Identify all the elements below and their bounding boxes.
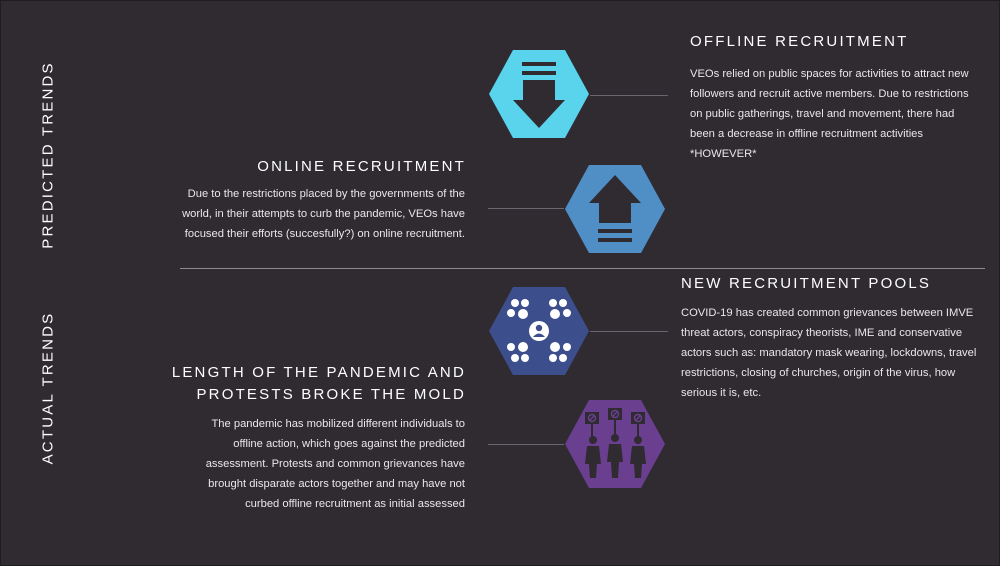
online-recruitment-text: Due to the restrictions placed by the go… <box>182 188 465 240</box>
connector-online <box>488 208 564 209</box>
actual-trends-label: ACTUAL TRENDS <box>39 311 57 465</box>
people-network-icon <box>489 287 589 375</box>
length-title-line2: PROTESTS BROKE THE MOLD <box>196 386 466 403</box>
online-recruitment-title: ONLINE RECRUITMENT <box>257 158 466 175</box>
connector-length <box>488 444 564 445</box>
connector-pools <box>590 331 668 332</box>
length-of-pandemic-text: The pandemic has mobilized different ind… <box>205 418 465 510</box>
length-of-pandemic-title: LENGTH OF THE PANDEMIC AND PROTESTS BROK… <box>150 362 466 406</box>
offline-recruitment-title: OFFLINE RECRUITMENT <box>690 33 909 50</box>
section-divider <box>180 268 985 269</box>
protest-icon <box>565 400 665 488</box>
down-arrow-icon <box>489 50 589 138</box>
predicted-trends-label: PREDICTED TRENDS <box>39 61 57 249</box>
length-title-line1: LENGTH OF THE PANDEMIC AND <box>171 364 466 381</box>
connector-offline <box>590 95 668 96</box>
offline-recruitment-text: VEOs relied on public spaces for activit… <box>690 68 969 160</box>
new-recruitment-pools-text: COVID-19 has created common grievances b… <box>681 307 977 399</box>
new-recruitment-pools-title: NEW RECRUITMENT POOLS <box>681 275 932 292</box>
up-arrow-icon <box>565 165 665 253</box>
